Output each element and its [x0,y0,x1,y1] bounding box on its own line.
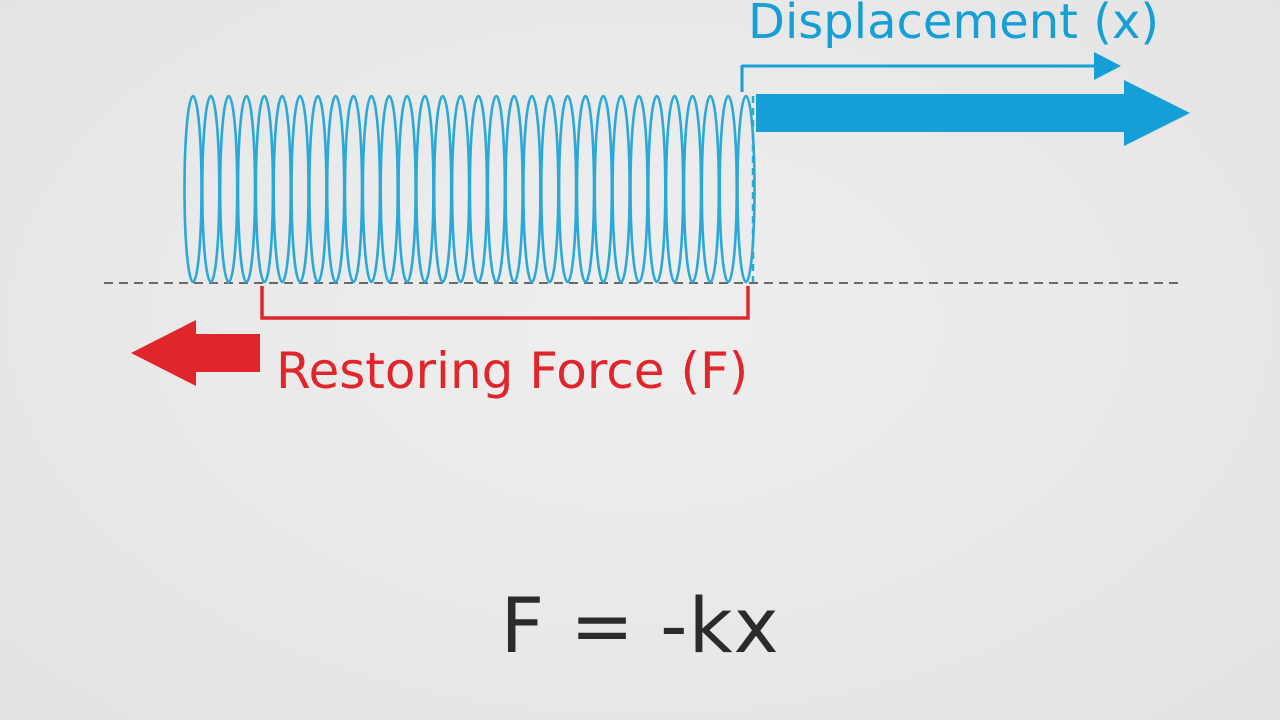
spring-coil [183,94,756,284]
spring-coil-loop [272,94,293,284]
displacement-arrow [756,80,1190,146]
spring-coil-loop [415,94,435,284]
spring-coil-loop [218,94,239,284]
spring-coil-loop [468,94,489,284]
spring-coil-loop [236,94,257,284]
spring-coil-loop [290,94,310,284]
spring-coil-loop [682,94,703,284]
spring-coil-loop [718,94,739,284]
spring-coil-loop [539,94,560,284]
spring-coil-loop [361,94,382,284]
spring-coil-loop [557,94,578,284]
spring-coil-loop [611,94,631,284]
spring-coil-loop [201,94,221,284]
restoring-force-bracket [260,286,750,320]
spring-coil-loop [183,94,203,284]
spring-coil-loop [664,94,685,284]
spring-coil-loop [504,94,524,284]
spring-coil-loop [343,94,364,284]
spring-coil-loop [736,94,756,284]
arrow-left-icon [131,320,260,386]
arrow-right-icon [1094,52,1121,80]
hookes-law-formula: F = -kx [500,581,780,670]
displacement-bracket [740,52,1121,92]
spring-coil-loop [522,94,542,284]
spring-coil-loop [308,94,328,284]
displacement-label: Displacement (x) [748,0,1159,50]
spring-coil-loop [379,94,400,284]
spring-coil-loop [254,94,275,284]
spring-coil-loop [646,94,667,284]
spring-coil-loop [593,94,614,284]
spring-coil-loop [450,94,471,284]
spring-coil-loop [397,94,417,284]
restoring-force-label: Restoring Force (F) [276,342,748,400]
spring-coil-loop [700,94,721,284]
spring-coil-loop [575,94,596,284]
spring-coil-loop [629,94,649,284]
spring-coil-loop [486,94,507,284]
spring-coil-loop [325,94,346,284]
spring-coil-loop [432,94,453,284]
